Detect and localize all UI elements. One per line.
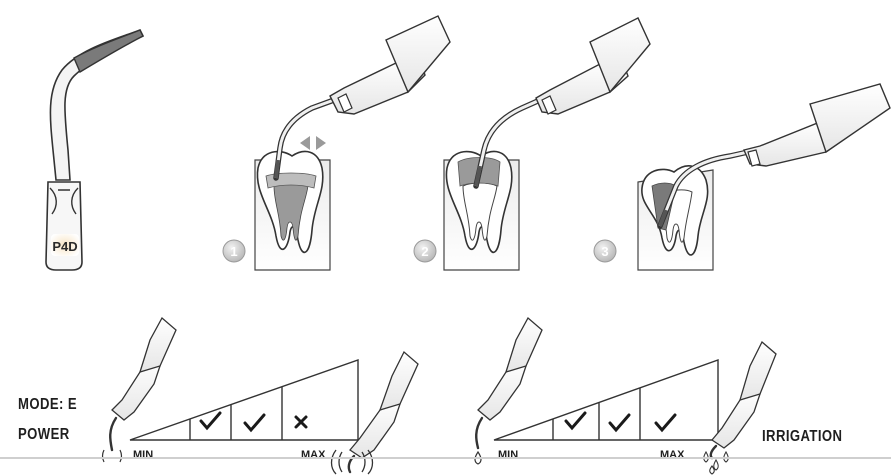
bottom-rule [0, 457, 891, 459]
step-3-badge [593, 239, 617, 263]
step-3: 3 [593, 83, 891, 271]
step-2-badge [413, 239, 437, 263]
tip-model-label: P4D [52, 239, 77, 254]
step-2: 2 [413, 17, 651, 271]
irrigation-level-2-check [608, 413, 631, 433]
tip-base [45, 181, 83, 271]
tip-model-badge [51, 234, 79, 256]
svg-text:3: 3 [601, 244, 608, 259]
vibration-waves-icon [330, 449, 374, 475]
irrigation-max-label: MAX [660, 449, 685, 461]
power-level-3-cross [294, 415, 308, 429]
power-label: POWER [18, 426, 70, 443]
irrigation-scale [474, 316, 777, 475]
water-drops-icon [703, 450, 729, 475]
svg-text:1: 1 [230, 244, 237, 259]
power-triangle [129, 359, 359, 441]
power-level-2-check [243, 413, 266, 433]
mode-label: MODE: E [18, 396, 78, 413]
power-level-1-check [199, 411, 222, 431]
tip-coating [73, 29, 144, 74]
power-max-label: MAX [301, 449, 326, 461]
step-1-badge [222, 239, 246, 263]
power-scale [101, 316, 419, 475]
irrigation-triangle [493, 359, 719, 441]
tip-illustration: P4D [45, 28, 145, 271]
irrigation-level-3-check [654, 413, 677, 433]
irrigation-min-label: MIN [498, 449, 519, 461]
oscillation-arrows [300, 136, 326, 150]
irrigation-level-1-check [564, 411, 587, 431]
irrigation-label: IRRIGATION [762, 428, 843, 445]
step-1: 1 [222, 15, 451, 271]
svg-text:2: 2 [421, 244, 428, 259]
power-min-label: MIN [133, 449, 154, 461]
